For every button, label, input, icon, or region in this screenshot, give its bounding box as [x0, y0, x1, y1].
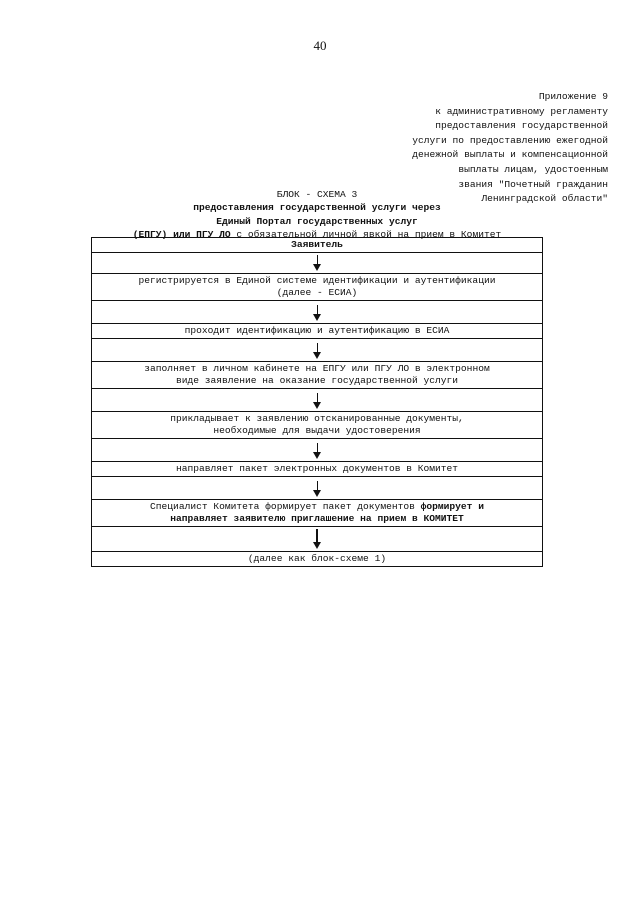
- arrow-down-icon: [313, 443, 321, 459]
- step-text-line: необходимые для выдачи удостоверения: [213, 425, 421, 436]
- appendix-line: Ленинградской области": [481, 193, 608, 205]
- step-specialist: Специалист Комитета формирует пакет доку…: [92, 500, 542, 527]
- step-final: (далее как блок-схеме 1): [92, 552, 542, 567]
- appendix-line: выплаты лицам, удостоенным: [458, 163, 608, 175]
- arrow-down-icon: [313, 529, 321, 549]
- scheme-subtitle-rest: с обязательной личной явкой на прием в К…: [230, 229, 502, 241]
- scheme-subtitle-line2: Единый Портал государственных услуг: [216, 215, 418, 227]
- appendix-header: Приложение 9 к административному регламе…: [348, 90, 608, 207]
- step-text-line: прикладывает к заявлению отсканированные…: [170, 413, 464, 424]
- appendix-line: Приложение 9: [538, 91, 608, 102]
- arrow-down-icon: [313, 305, 321, 321]
- step-text-bold: формирует и: [420, 501, 484, 512]
- appendix-line: звания "Почетный гражданин: [458, 178, 608, 190]
- step-text-line: Специалист Комитета формирует пакет доку…: [92, 501, 542, 513]
- arrow-down-icon: [313, 255, 321, 271]
- arrow-row: [92, 253, 542, 274]
- step-fill-application: заполняет в личном кабинете на ЕПГУ или …: [92, 362, 542, 389]
- scheme-header: БЛОК - СХЕМА 3 предоставления государств…: [92, 188, 542, 242]
- page-number: 40: [313, 38, 327, 53]
- appendix-line: к административному регламенту: [435, 105, 608, 117]
- appendix-line: услуги по предоставлению ежегодной: [412, 134, 608, 146]
- arrow-row: [92, 477, 542, 500]
- scheme-subtitle-line1: предоставления государственной услуги че…: [193, 202, 441, 214]
- step-text-line: (далее - ЕСИА): [276, 287, 358, 298]
- step-identification: проходит идентификацию и аутентификацию …: [92, 324, 542, 339]
- arrow-row: [92, 439, 542, 462]
- appendix-line: денежной выплаты и компенсационной: [412, 149, 608, 161]
- arrow-row: [92, 389, 542, 412]
- arrow-down-icon: [313, 481, 321, 497]
- arrow-row: [92, 339, 542, 362]
- scheme-subtitle-bold: (ЕПГУ) или ПГУ ЛО: [132, 229, 231, 241]
- flowchart: Заявитель регистрируется в Единой систем…: [91, 237, 543, 567]
- step-text-line: направляет заявителю приглашение на прие…: [170, 513, 464, 524]
- step-register-esia: регистрируется в Единой системе идентифи…: [92, 274, 542, 301]
- step-applicant: Заявитель: [92, 238, 542, 253]
- step-send-package: направляет пакет электронных документов …: [92, 462, 542, 477]
- arrow-row: [92, 527, 542, 552]
- scheme-title: БЛОК - СХЕМА 3: [276, 189, 358, 200]
- arrow-down-icon: [313, 393, 321, 409]
- scheme-subtitle-line3: (ЕПГУ) или ПГУ ЛО с обязательной личной …: [92, 228, 542, 241]
- step-text-line: регистрируется в Единой системе идентифи…: [138, 275, 496, 286]
- arrow-row: [92, 301, 542, 324]
- step-text-line: виде заявление на оказание государственн…: [175, 375, 459, 386]
- step-text-normal: Специалист Комитета формирует пакет доку…: [150, 501, 421, 512]
- arrow-down-icon: [313, 343, 321, 359]
- step-attach-documents: прикладывает к заявлению отсканированные…: [92, 412, 542, 439]
- step-text-line: заполняет в личном кабинете на ЕПГУ или …: [144, 363, 490, 374]
- appendix-line: предоставления государственной: [435, 120, 608, 132]
